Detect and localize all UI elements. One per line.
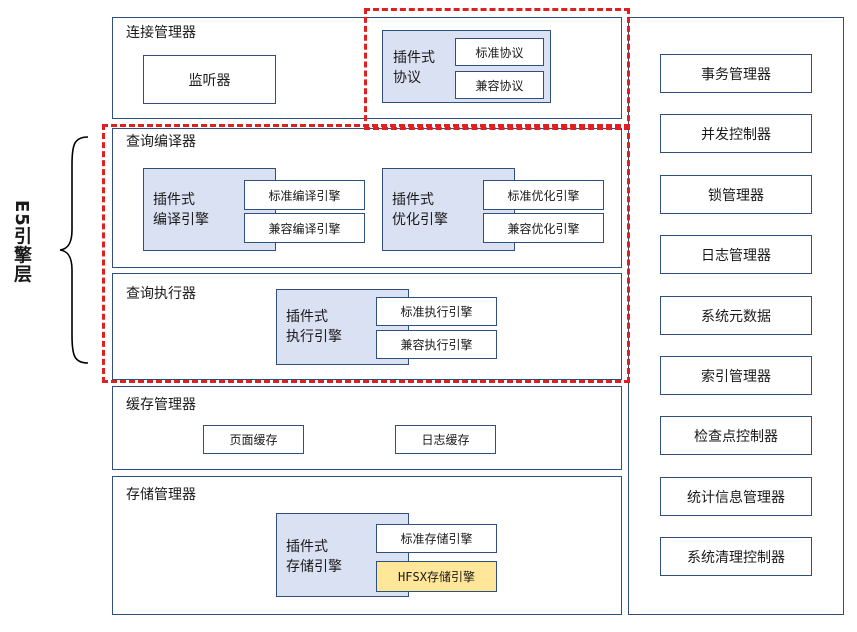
connection-manager-title: 连接管理器 [126,25,196,41]
query-compiler-title: 查询编译器 [126,134,196,150]
standard-compile-engine-box: 标准编译引擎 [244,180,365,210]
transaction-manager-box: 事务管理器 [660,54,812,93]
standard-storage-engine-box: 标准存储引擎 [376,524,497,553]
protocol-plugin-label: 插件式 协议 [393,50,435,86]
system-cleanup-controller-box: 系统清理控制器 [660,537,812,576]
engine-layer-label: E5引擎层 [11,200,32,284]
system-metadata-box: 系统元数据 [660,296,812,335]
compatible-protocol-box: 兼容协议 [455,71,544,99]
execution-plugin-label: 插件式 执行引擎 [286,309,342,345]
hfsx-storage-engine-box: HFSX存储引擎 [376,561,497,592]
compatible-compile-engine-box: 兼容编译引擎 [244,213,365,243]
index-manager-box: 索引管理器 [660,356,812,395]
standard-optimize-engine-box: 标准优化引擎 [483,180,604,210]
compatible-execution-engine-box: 兼容执行引擎 [376,330,497,359]
log-cache-box: 日志缓存 [395,425,496,454]
protocol-dashed-highlight [364,8,630,130]
page-cache-box: 页面缓存 [203,425,304,454]
standard-execution-engine-box: 标准执行引擎 [376,297,497,326]
compatible-optimize-engine-box: 兼容优化引擎 [483,213,604,243]
concurrency-controller-box: 并发控制器 [660,114,812,153]
query-executor-title: 查询执行器 [126,286,196,302]
cache-manager-panel [112,386,622,470]
query-layer-dashed-highlight [102,124,630,383]
compile-plugin-label: 插件式 编译引擎 [153,192,209,228]
statistics-manager-box: 统计信息管理器 [660,477,812,516]
cache-manager-title: 缓存管理器 [126,397,196,413]
storage-plugin-label: 插件式 存储引擎 [286,539,342,575]
storage-manager-title: 存储管理器 [126,487,196,503]
curly-brace [59,136,89,364]
lock-manager-box: 锁管理器 [660,175,812,214]
checkpoint-controller-box: 检查点控制器 [660,416,812,455]
standard-protocol-box: 标准协议 [455,38,544,66]
log-manager-box: 日志管理器 [660,235,812,274]
listener-box: 监听器 [143,55,276,104]
optimize-plugin-label: 插件式 优化引擎 [392,192,448,228]
